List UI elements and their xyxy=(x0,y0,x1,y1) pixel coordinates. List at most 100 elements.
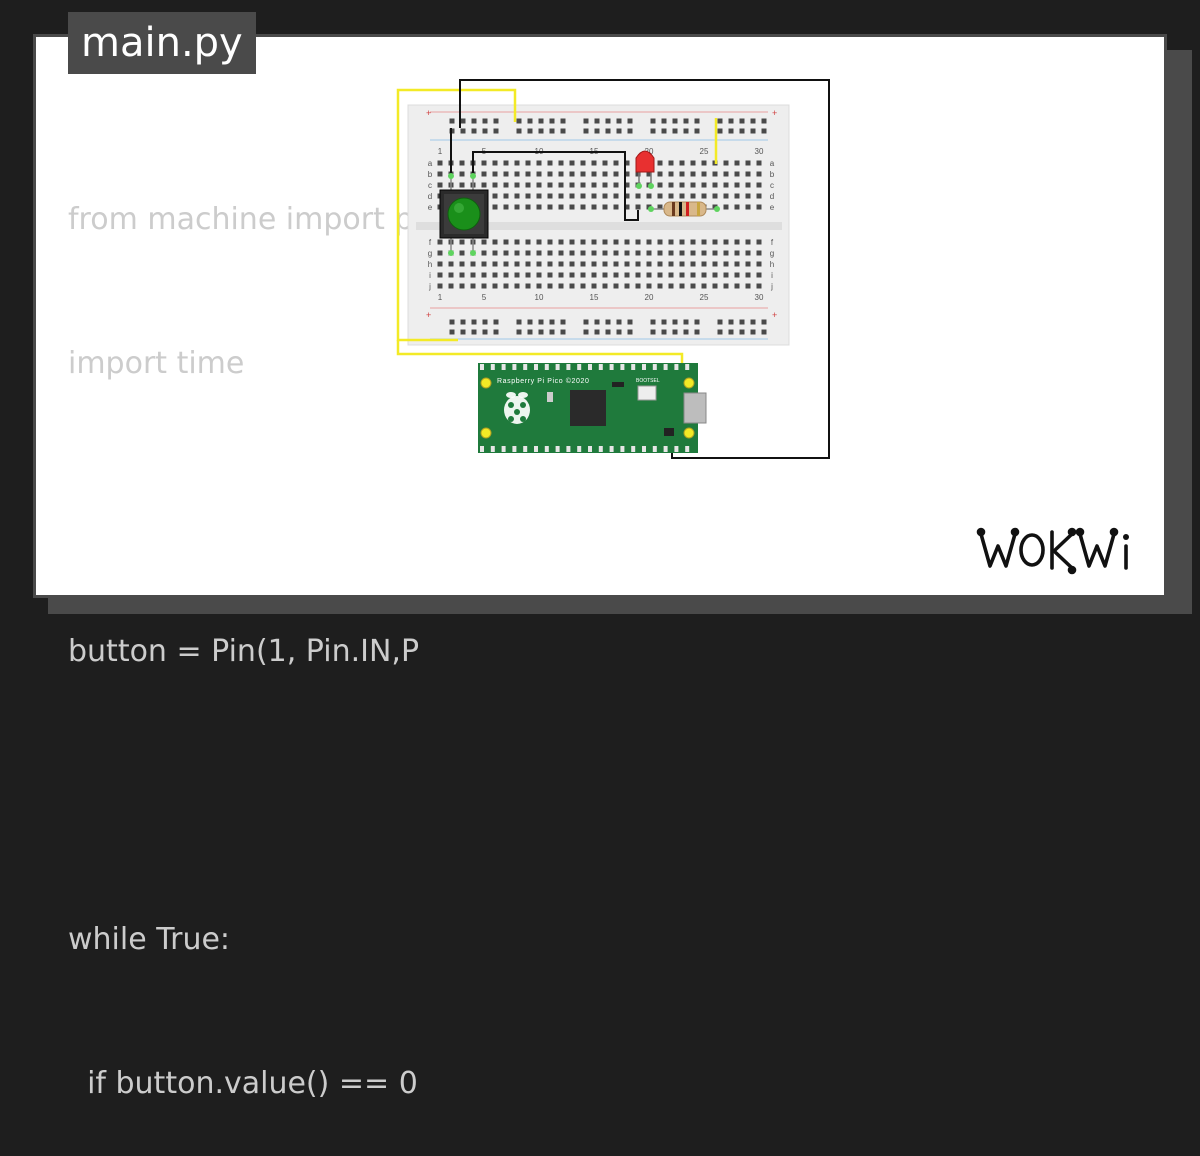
breadboard-hole xyxy=(668,182,674,188)
breadboard-hole xyxy=(624,239,630,245)
rail-hole xyxy=(661,128,667,134)
row-letter: g xyxy=(770,249,774,258)
row-letter: e xyxy=(428,203,433,212)
breadboard-hole xyxy=(580,272,586,278)
rail-hole xyxy=(605,319,611,325)
breadboard-hole xyxy=(437,239,443,245)
breadboard-hole xyxy=(481,261,487,267)
wire-black[interactable] xyxy=(472,151,639,221)
code-line: if button.value() == 0 xyxy=(68,1066,418,1101)
rail-hole xyxy=(471,329,477,335)
breadboard-hole xyxy=(525,250,531,256)
breadboard-hole xyxy=(646,261,652,267)
pico-pin xyxy=(620,446,625,452)
breadboard-hole xyxy=(668,261,674,267)
pin-dot xyxy=(648,206,654,212)
breadboard-hole xyxy=(536,182,542,188)
breadboard-hole xyxy=(602,272,608,278)
breadboard-hole xyxy=(459,250,465,256)
breadboard-hole xyxy=(536,160,542,166)
led[interactable] xyxy=(635,150,655,189)
breadboard-hole xyxy=(547,204,553,210)
wire-black[interactable] xyxy=(459,79,830,459)
breadboard-hole xyxy=(459,182,465,188)
raspberry-pi-pico[interactable]: Raspberry Pi Pico ©2020 BOOTSEL xyxy=(478,363,707,453)
rail-hole xyxy=(605,329,611,335)
rail-hole xyxy=(672,118,678,124)
breadboard-hole xyxy=(701,283,707,289)
wire-yellow[interactable] xyxy=(396,88,517,342)
breadboard-hole xyxy=(514,204,520,210)
breadboard-hole xyxy=(613,261,619,267)
rail-hole xyxy=(616,329,622,335)
breadboard-hole xyxy=(591,171,597,177)
rail-hole xyxy=(728,118,734,124)
rail-hole xyxy=(683,118,689,124)
rail-hole xyxy=(471,128,477,134)
rail-hole xyxy=(728,329,734,335)
breadboard-hole xyxy=(580,239,586,245)
resistor[interactable] xyxy=(648,201,720,217)
breadboard-hole xyxy=(646,272,652,278)
pin-dot xyxy=(448,250,454,256)
rail-hole xyxy=(750,319,756,325)
breadboard-hole xyxy=(470,261,476,267)
breadboard-hole xyxy=(580,204,586,210)
rail-hole xyxy=(560,319,566,325)
breadboard-hole xyxy=(536,250,542,256)
breadboard-hole xyxy=(613,182,619,188)
pin-dot xyxy=(714,206,720,212)
breadboard-hole xyxy=(558,182,564,188)
breadboard-hole xyxy=(635,261,641,267)
rail-hole xyxy=(717,128,723,134)
rail-hole xyxy=(605,128,611,134)
breadboard-hole xyxy=(437,250,443,256)
code-line: button = Pin(1, Pin.IN,P xyxy=(68,634,420,669)
raspberry-logo-icon xyxy=(504,392,530,424)
rail-hole xyxy=(650,118,656,124)
rail-hole xyxy=(761,329,767,335)
breadboard-hole xyxy=(580,193,586,199)
pico-pin xyxy=(652,446,657,452)
row-letter: j xyxy=(428,282,431,291)
breadboard-hole xyxy=(459,171,465,177)
breadboard-hole xyxy=(602,239,608,245)
breadboard-hole xyxy=(657,283,663,289)
pico-pin xyxy=(674,364,679,370)
breadboard-hole xyxy=(536,239,542,245)
button-cap[interactable] xyxy=(447,197,481,231)
pin-dot xyxy=(648,183,654,189)
pico-pin xyxy=(577,364,582,370)
breadboard-hole xyxy=(591,250,597,256)
pico-pin xyxy=(642,446,646,452)
breadboard-hole xyxy=(569,272,575,278)
filename-tab[interactable]: main.py xyxy=(68,12,256,74)
breadboard-hole xyxy=(756,283,762,289)
rail-hole xyxy=(739,319,745,325)
breadboard-hole xyxy=(580,182,586,188)
breadboard-hole xyxy=(646,239,652,245)
rail-hole xyxy=(650,319,656,325)
bootsel-button[interactable] xyxy=(637,385,657,401)
breadboard-hole xyxy=(657,160,663,166)
rail-hole xyxy=(493,319,499,325)
breadboard-hole xyxy=(514,193,520,199)
breadboard-hole xyxy=(525,204,531,210)
rail-hole xyxy=(538,128,544,134)
rail-hole xyxy=(650,128,656,134)
row-letter: h xyxy=(428,260,432,269)
breadboard-hole xyxy=(525,272,531,278)
push-button[interactable] xyxy=(439,173,489,256)
row-letter: d xyxy=(428,192,432,201)
breadboard-hole xyxy=(712,193,718,199)
pico-pin xyxy=(620,364,625,370)
breadboard-hole xyxy=(690,171,696,177)
row-letter: b xyxy=(428,170,433,179)
breadboard-hole xyxy=(591,261,597,267)
rail-hole xyxy=(549,329,555,335)
rail-hole xyxy=(538,329,544,335)
breadboard-hole xyxy=(613,160,619,166)
breadboard-hole xyxy=(492,204,498,210)
